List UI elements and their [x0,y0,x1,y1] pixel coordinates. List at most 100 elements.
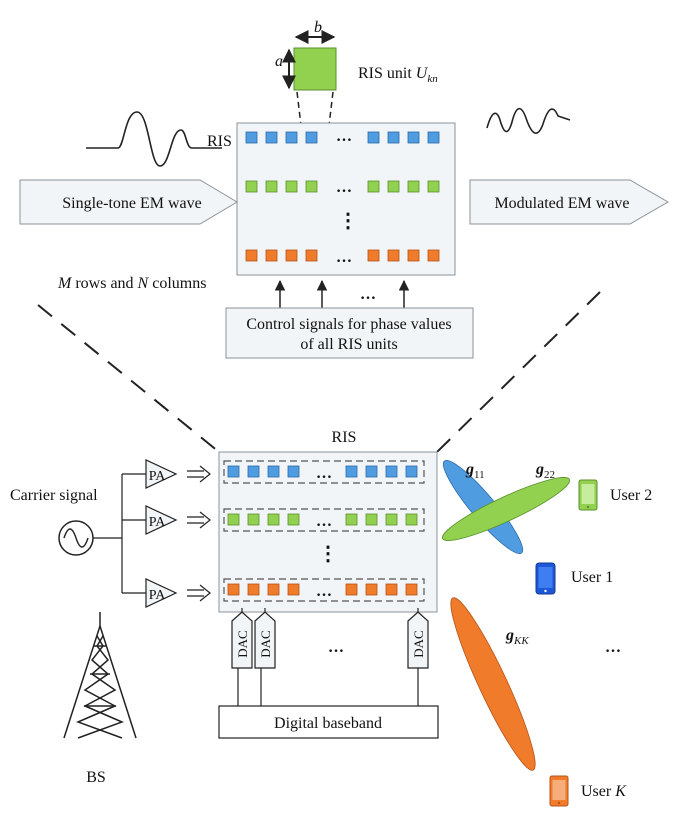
top-ris-unit-r2-c5 [367,180,380,193]
dac-label-3: DAC [411,630,426,657]
bottom-ris-unit-r1-c7 [385,465,398,478]
top-ris-unit-r2-c8 [427,180,440,193]
zoom-line-left [296,91,309,185]
bottom-ris-unit-r3-c1 [227,583,240,596]
top-vertical-ellipsis: ⋮ [338,210,358,232]
bottom-ris-unit-r1-c3 [267,465,280,478]
users-ellipsis: … [605,639,621,656]
top-ris-unit-r2-c6 [387,180,400,193]
zoom-line-right [321,91,334,185]
beam-gkk [450,597,536,771]
output-modulated-wave [486,107,571,134]
top-ris-unit-r1-c2 [265,131,278,144]
top-ris-unit-r1-c1 [245,131,258,144]
top-ris-unit-r1-c3 [285,131,298,144]
top-ris-unit-r2-c4 [305,180,318,193]
pa-label-2: PA [149,515,167,530]
bs-label: BS [86,769,106,786]
control-arrow-ellipsis: … [360,286,376,303]
feed-arrow-1 [187,465,211,483]
row-group-3 [223,578,425,602]
bottom-ris-unit-r3-c8 [405,583,418,596]
base-station-tower-icon [63,612,137,739]
carrier-signal-label: Carrier signal [10,487,98,504]
bottom-ris-unit-grid [227,465,418,596]
beam-g22 [441,477,571,541]
size-label: M rows and N columns [57,275,206,292]
bottom-ris-unit-r1-c6 [365,465,378,478]
beam-label-g11: g11 [465,461,485,481]
top-ris-unit-r3-c2 [265,249,278,262]
top-ris-unit-r2-c1 [245,180,258,193]
top-ris-unit-r1-c8 [427,131,440,144]
top-ris-unit-grid [245,131,440,262]
user2-label: User 2 [610,487,652,504]
dac-label-1: DAC [235,630,250,657]
bottom-ris-unit-r3-c6 [365,583,378,596]
bottom-ris-unit-r2-c2 [247,513,260,526]
control-signals-line1: Control signals for phase values [246,316,451,333]
bottom-ris-unit-r2-c6 [365,513,378,526]
digital-baseband-box [218,705,439,739]
section-connector-right [436,291,601,453]
power-amplifier-3 [145,578,178,608]
dac-1: DAC [231,608,253,706]
carrier-source-sine [63,528,89,548]
input-wave-arrow-shape [19,179,238,225]
bottom-ris-unit-r1-c5 [345,465,358,478]
top-ris-unit-r3-c5 [367,249,380,262]
bottom-ris-unit-r3-c5 [345,583,358,596]
userk-label: User K [581,783,627,800]
top-ris-unit-r1-c4 [305,131,318,144]
top-ris-overview: b a RIS unit Ukn RIS … … … ⋮ Single-tone… [19,19,669,359]
top-ris-unit-r1-c5 [367,131,380,144]
row-group-1 [223,460,425,484]
user2-phone-icon [578,479,598,511]
bottom-ris-label: RIS [332,429,357,446]
userk-phone-icon [549,775,569,807]
bottom-ris-unit-r1-c1 [227,465,240,478]
bottom-system: RIS … … … ⋮ Carrier signal PA PA PA [10,429,652,807]
bottom-ris-unit-r1-c8 [405,465,418,478]
bottom-ris-unit-r1-c2 [247,465,260,478]
power-amplifier-2 [145,505,178,535]
dimension-b-label: b [314,19,322,36]
top-ris-unit-r3-c1 [245,249,258,262]
bottom-row-ellipsis-3: … [316,583,332,600]
feed-arrow-2 [187,511,211,529]
top-row-ellipsis-1: … [336,128,352,145]
bottom-ris-unit-r2-c7 [385,513,398,526]
output-wave-label: Modulated EM wave [494,195,629,212]
top-ris-unit-r3-c4 [305,249,318,262]
top-ris-unit-r1-c7 [407,131,420,144]
bottom-row-ellipsis-1: … [316,465,332,482]
dimension-a-label: a [275,53,283,70]
bottom-ris-unit-r2-c5 [345,513,358,526]
bottom-ris-unit-r2-c1 [227,513,240,526]
top-ris-unit-r2-c3 [285,180,298,193]
ris-unit-label: RIS unit Ukn [358,65,438,85]
user1-phone-icon [535,562,556,595]
beam-label-g22: g22 [535,461,555,481]
bottom-ris-unit-r2-c3 [267,513,280,526]
output-wave-arrow-shape [469,179,669,225]
power-amplifier-1 [145,459,178,489]
bottom-ris-unit-r2-c4 [287,513,300,526]
bottom-ris-unit-r2-c8 [405,513,418,526]
pa-label-3: PA [149,588,167,603]
dac-2: DAC [254,608,276,706]
row-group-2 [223,508,425,532]
bottom-vertical-ellipsis: ⋮ [318,543,338,565]
bottom-ris-unit-r3-c7 [385,583,398,596]
top-ris-unit-r1-c6 [387,131,400,144]
bottom-row-ellipsis-2: … [316,513,332,530]
top-ris-unit-r3-c8 [427,249,440,262]
top-row-ellipsis-3: … [336,249,352,266]
pa-label-1: PA [149,469,167,484]
user1-label: User 1 [571,569,613,586]
feed-arrow-3 [187,584,211,602]
input-wave-label: Single-tone EM wave [62,195,202,212]
top-ris-label: RIS [207,133,232,150]
control-signals-box [225,307,474,359]
